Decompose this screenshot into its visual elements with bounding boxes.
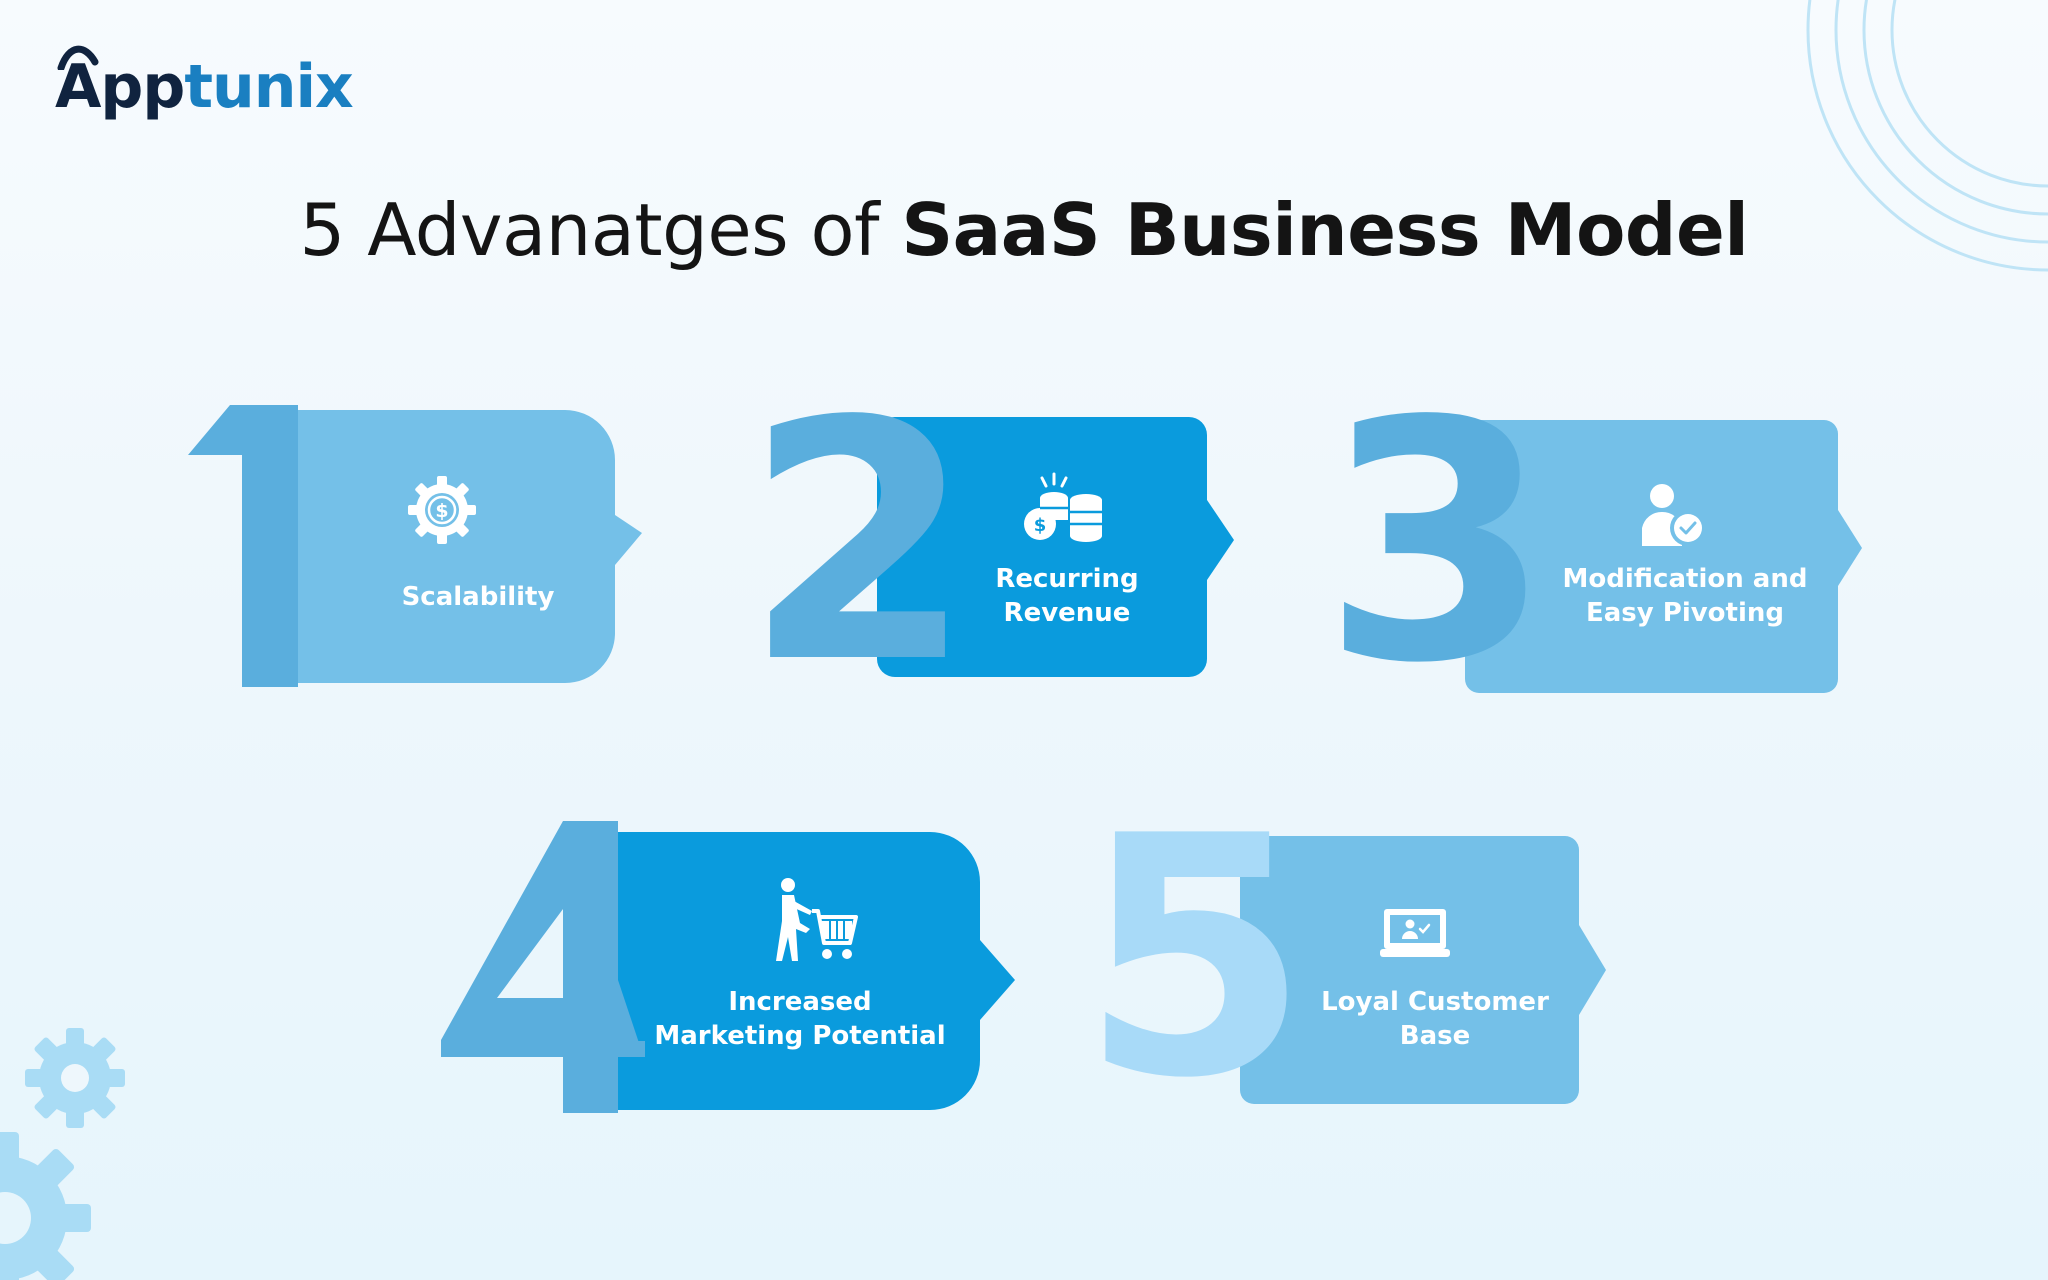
- logo-arc-icon: [57, 45, 99, 70]
- title-bold: SaaS Business Model: [901, 188, 1749, 272]
- laptop-customer-icon: [1380, 909, 1450, 957]
- advantage-card-4: Increased Marketing Potential: [435, 815, 1015, 1125]
- user-check-icon: [1642, 484, 1706, 546]
- logo-part-tunix: tunix: [184, 52, 353, 122]
- logo-part-app: App: [55, 52, 185, 122]
- card-shape: [188, 405, 642, 687]
- advantage-number-2: 2: [744, 351, 974, 735]
- advantage-card-5: 5 Loyal Customer Base: [1080, 793, 1620, 1125]
- decorative-arcs: [1806, 0, 2048, 272]
- advantage-card-2: 2 $ Recurring Revenue: [744, 378, 1242, 708]
- logo-wordmark: Apptunix: [55, 52, 354, 122]
- advantage-card-3: 3 Modification and Easy Pivoting: [1322, 378, 1870, 710]
- page-title: 5 Advanatges of SaaS Business Model: [0, 188, 2048, 272]
- card-shape: [877, 417, 1234, 677]
- advantage-number-3: 3: [1322, 351, 1552, 735]
- advantage-label-3: Modification and Easy Pivoting: [1562, 564, 1808, 628]
- advantage-label-1: Scalability: [401, 582, 555, 612]
- advantage-label-5: Loyal Customer Base: [1321, 987, 1549, 1051]
- advantage-label-4: Increased Marketing Potential: [654, 987, 946, 1051]
- svg-text:$: $: [435, 500, 448, 522]
- apptunix-logo[interactable]: Apptunix: [55, 40, 354, 130]
- gear-dollar-icon: $: [408, 476, 476, 544]
- shopping-cart-person-icon: [776, 878, 858, 961]
- advantage-number-5: 5: [1080, 766, 1310, 1150]
- advantage-label-2: Recurring Revenue: [995, 564, 1139, 628]
- card-shape: [1465, 420, 1862, 693]
- advantage-card-1: $ Scalability: [180, 400, 650, 700]
- advantage-number-4: 4: [450, 820, 451, 840]
- card-shape: [1240, 836, 1606, 1104]
- coin-stacks-icon: $: [1024, 472, 1102, 542]
- advantage-number-1: 1: [200, 404, 201, 424]
- title-regular: 5 Advanatges of: [299, 188, 902, 272]
- svg-text:$: $: [1034, 515, 1047, 536]
- decorative-gears-icon: [0, 1028, 125, 1280]
- card-shape: [441, 821, 1015, 1113]
